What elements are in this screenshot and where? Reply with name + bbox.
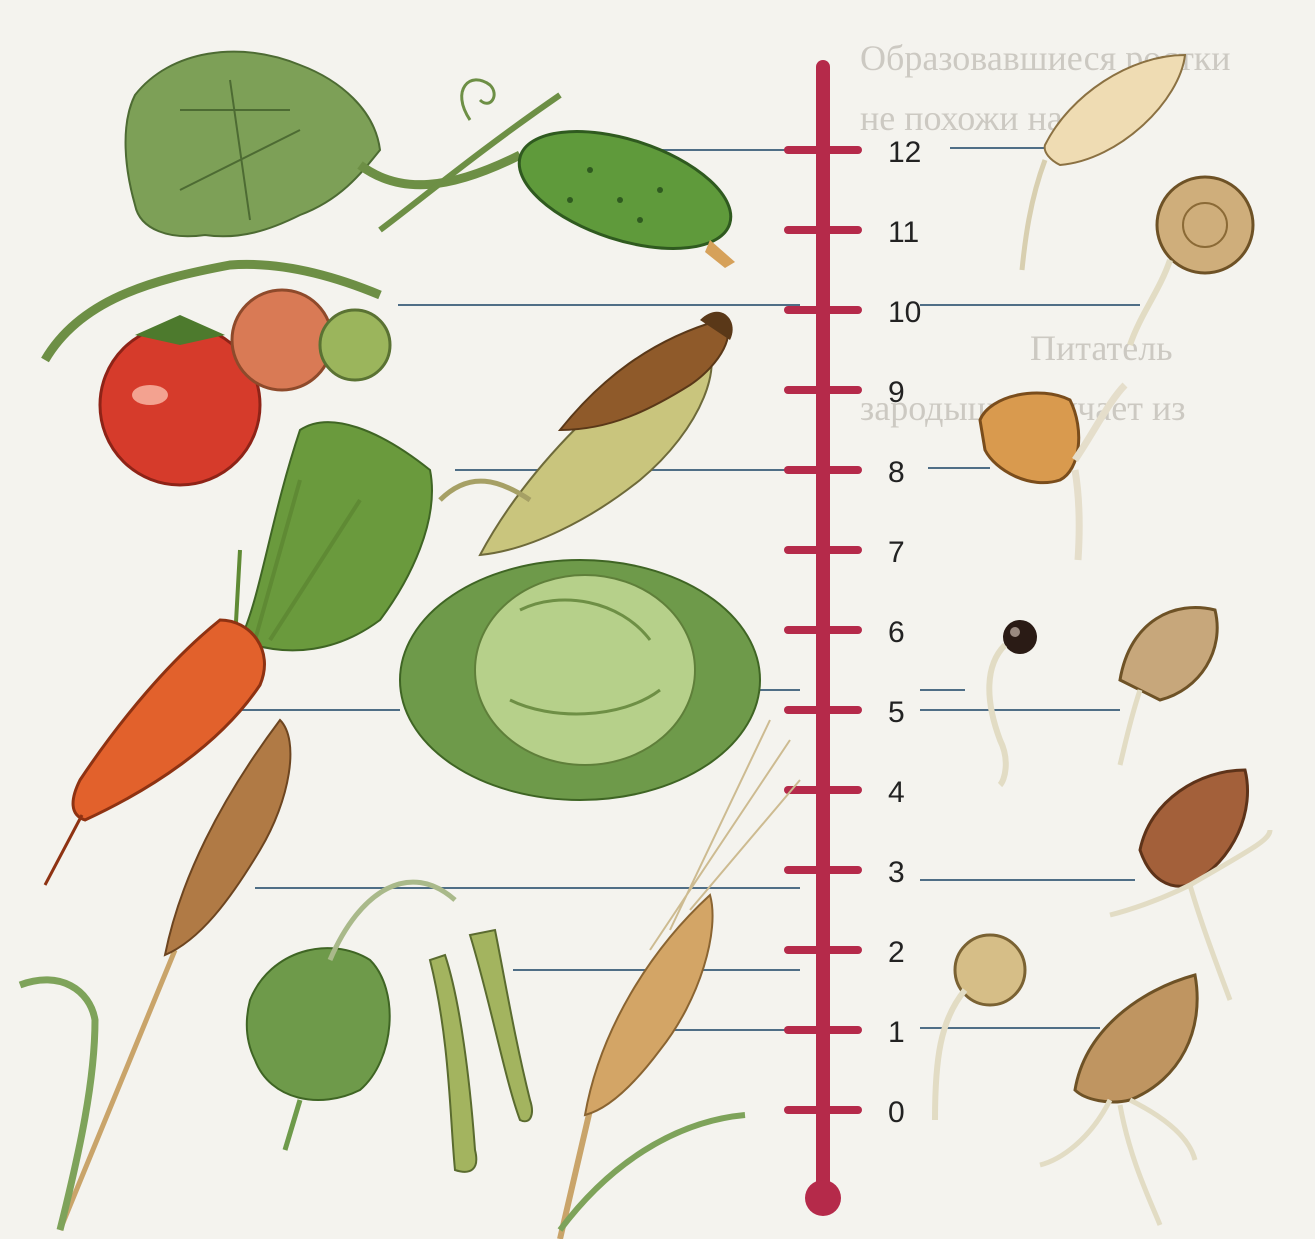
- tomato-green: [320, 310, 390, 380]
- wheat-ear: [585, 895, 713, 1115]
- pea-pod-left: [430, 955, 476, 1172]
- cucumber-tendril: [462, 80, 494, 120]
- pea-leaf-stem: [285, 1100, 300, 1150]
- scale-label-0: 0: [888, 1096, 905, 1129]
- scale-bar: 0123456789101112: [788, 60, 921, 1216]
- carrot-seed: [1003, 620, 1037, 654]
- scale-label-6: 6: [888, 616, 905, 649]
- scale-label-11: 11: [888, 216, 919, 249]
- scale-label-10: 10: [888, 296, 921, 329]
- carrot-tip: [45, 815, 82, 885]
- corn-kernel: [980, 393, 1079, 483]
- pea-pod-right: [470, 930, 532, 1121]
- wheat-grain: [1075, 975, 1197, 1102]
- cabbage-seed-sprout: [1120, 608, 1217, 765]
- scale-bulb: [805, 1180, 841, 1216]
- wheat-grain-roots: [1040, 1100, 1195, 1225]
- cucumber-leaf: [126, 52, 380, 237]
- cabbage-seed-root: [1120, 690, 1140, 765]
- carrot-seed-highlight: [1010, 627, 1020, 637]
- scale-tick-labels: 0123456789101112: [888, 136, 921, 1129]
- scale-label-7: 7: [888, 536, 905, 569]
- scale-label-12: 12: [888, 136, 921, 169]
- pea-seed: [955, 935, 1025, 1005]
- scale-label-2: 2: [888, 936, 905, 969]
- wheat-seed-sprout: [1040, 975, 1197, 1225]
- cabbage-head: [475, 575, 695, 765]
- corn-seed-sprout: [980, 385, 1125, 560]
- tomato-medium: [232, 290, 332, 390]
- scale-label-5: 5: [888, 696, 905, 729]
- corn-plant: [440, 312, 733, 555]
- cucumber-flower-remnant: [705, 240, 735, 268]
- carrot-seed-root: [989, 645, 1005, 785]
- cucumber-plant: [126, 52, 746, 272]
- scale-label-9: 9: [888, 376, 905, 409]
- background-text-line: не похожи на: [860, 98, 1063, 138]
- cabbage-plant: [400, 560, 760, 800]
- pea-plant: [247, 882, 532, 1172]
- cabbage-seed: [1120, 608, 1217, 700]
- pea-seed-root: [935, 990, 965, 1120]
- scale-label-1: 1: [888, 1016, 905, 1049]
- rye-leaf: [20, 980, 95, 1230]
- pea-leaf: [247, 948, 390, 1100]
- scale-label-3: 3: [888, 856, 905, 889]
- carrot-seed-sprout: [989, 620, 1037, 785]
- scale-label-4: 4: [888, 776, 905, 809]
- rye-grain: [1140, 770, 1248, 886]
- beet-seed-sprout: [1130, 177, 1253, 345]
- scale-label-8: 8: [888, 456, 905, 489]
- cucumber-seed-root: [1022, 160, 1045, 270]
- rye-seed-sprout: [1110, 770, 1270, 1000]
- background-text-line: Питатель: [1030, 328, 1173, 368]
- pea-stem: [330, 882, 455, 960]
- rye-plant: [20, 720, 290, 1230]
- tomato-highlight: [132, 385, 168, 405]
- beet-seed-ball: [1157, 177, 1253, 273]
